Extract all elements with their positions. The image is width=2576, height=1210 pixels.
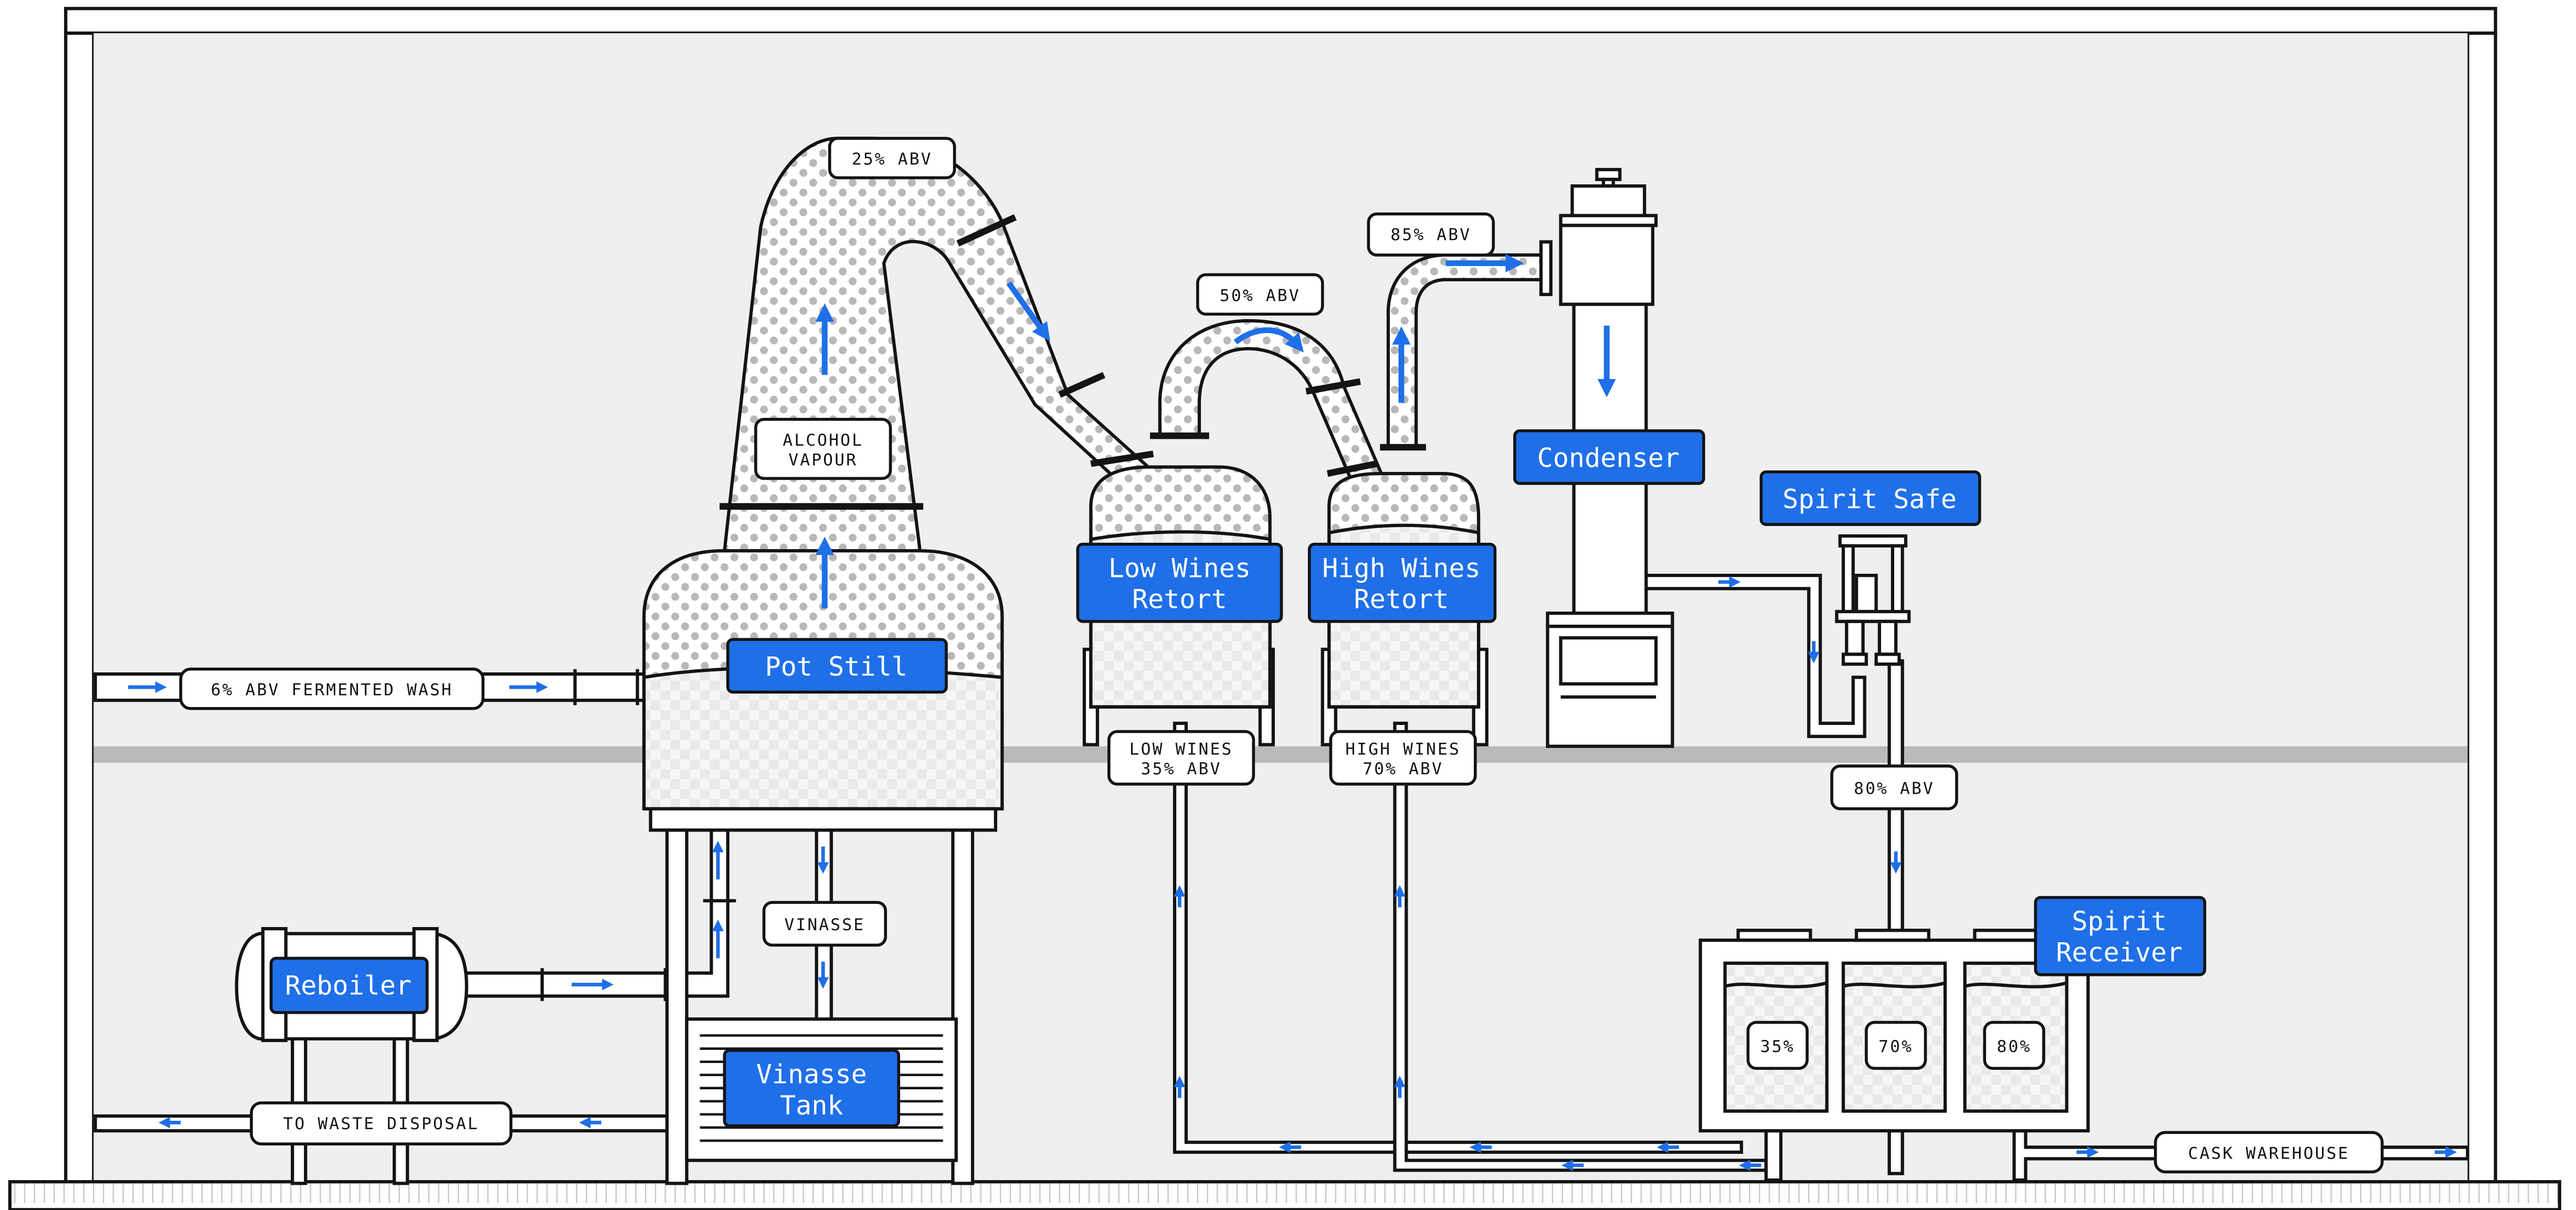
label-high-wines-retort-2: Retort <box>1354 584 1449 615</box>
tag-cask-warehouse: CASK WAREHOUSE <box>2188 1144 2350 1163</box>
tag-waste-disposal: TO WASTE DISPOSAL <box>283 1114 479 1133</box>
tag-texts: 25% ABV ALCOHOL VAPOUR 50% ABV 85% ABV 6… <box>211 150 2350 1163</box>
tag-85-abv: 85% ABV <box>1390 226 1471 245</box>
label-high-wines-retort-1: High Wines <box>1322 553 1481 583</box>
tags <box>179 136 2384 1174</box>
ground-strip <box>8 1180 2561 1210</box>
label-reboiler: Reboiler <box>285 970 411 1001</box>
floor-line <box>93 746 2468 763</box>
spirit-safe <box>1835 534 1911 666</box>
tag-25-abv: 25% ABV <box>852 150 933 169</box>
label-condenser: Condenser <box>1537 443 1680 474</box>
label-spirit-receiver-1: Spirit <box>2072 906 2167 937</box>
component-label-texts: Pot Still Low Wines Retort High Wines Re… <box>285 443 2182 1121</box>
label-vinasse-tank-1: Vinasse <box>756 1059 867 1089</box>
arrow-down <box>1006 281 1050 342</box>
label-low-wines-retort-1: Low Wines <box>1108 553 1251 583</box>
receiver-tank-70: 70% <box>1878 1037 1913 1056</box>
tag-low-wines-2: 35% ABV <box>1141 760 1222 778</box>
label-pot-still: Pot Still <box>765 651 907 682</box>
tag-alcohol-vapour-1: ALCOHOL <box>783 431 863 450</box>
receiver-tank-35: 35% <box>1760 1037 1795 1056</box>
receiver-tank-80: 80% <box>1997 1037 2032 1056</box>
label-spirit-safe: Spirit Safe <box>1782 484 1957 514</box>
tag-high-wines-1: HIGH WINES <box>1345 740 1461 759</box>
label-spirit-receiver-2: Receiver <box>2056 938 2182 968</box>
tag-50-abv: 50% ABV <box>1220 286 1301 305</box>
arrow-right <box>1233 327 1304 353</box>
tag-fermented-wash: 6% ABV FERMENTED WASH <box>211 681 453 700</box>
label-vinasse-tank-2: Tank <box>780 1090 843 1121</box>
tag-vinasse: VINASSE <box>784 916 865 934</box>
flow-arrows <box>128 254 2457 1171</box>
tag-high-wines-2: 70% ABV <box>1363 760 1443 778</box>
tag-80-abv: 80% ABV <box>1854 779 1935 798</box>
component-labels <box>269 429 2207 1128</box>
tag-alcohol-vapour-2: VAPOUR <box>788 450 858 469</box>
tag-low-wines-1: LOW WINES <box>1129 740 1233 759</box>
label-low-wines-retort-2: Retort <box>1132 584 1227 615</box>
